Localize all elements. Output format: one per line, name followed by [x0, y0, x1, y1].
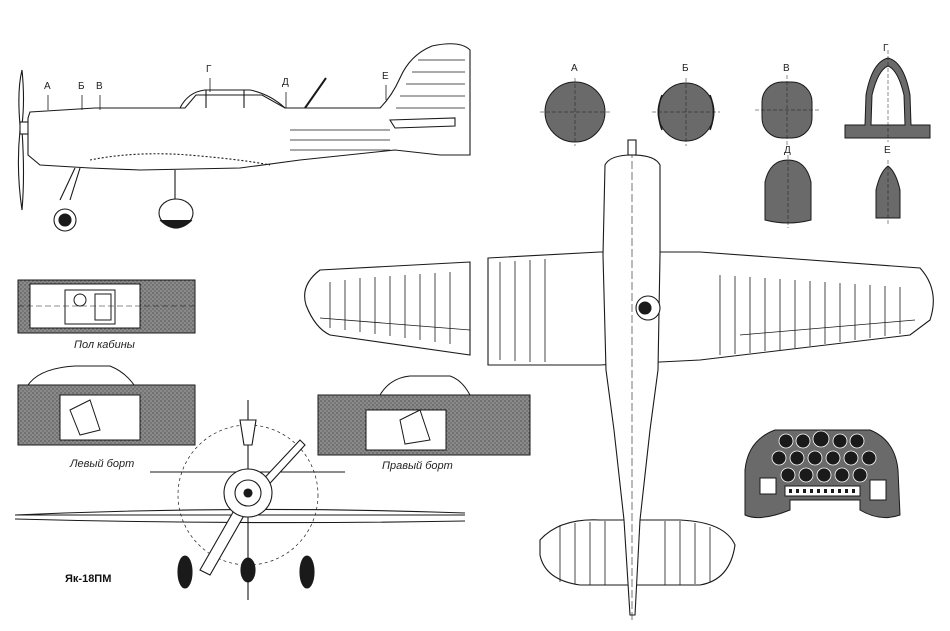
cockpit-left-side — [17, 365, 196, 446]
cross-section-label-g: Г — [883, 43, 889, 54]
instrument-panel — [744, 429, 901, 519]
side-propeller — [17, 69, 25, 211]
side-section-label-b: Б — [78, 81, 85, 92]
cockpit-floor — [17, 279, 196, 334]
side-section-label-d: Д — [282, 77, 289, 88]
cross-section-label-d: Д — [784, 145, 791, 156]
front-view — [14, 400, 466, 600]
side-fuselage — [27, 43, 471, 171]
side-view — [17, 43, 471, 232]
cross-section-label-v: В — [783, 63, 790, 74]
side-section-label-v: В — [96, 81, 103, 92]
left-side-caption: Левый борт — [70, 458, 135, 470]
top-view-wings — [487, 251, 934, 366]
top-view-fuselage — [602, 154, 661, 616]
cockpit-floor-caption: Пол кабины — [74, 339, 135, 351]
cross-sections — [540, 50, 931, 228]
side-section-label-e: Е — [382, 71, 389, 82]
side-section-label-a: А — [44, 81, 51, 92]
model-name: Як-18ПМ — [65, 573, 112, 585]
cross-section-label-e: Е — [884, 145, 891, 156]
side-section-label-g: Г — [206, 64, 212, 75]
top-view — [487, 139, 934, 620]
side-canopy — [179, 89, 286, 109]
left-wing-panel — [304, 261, 471, 356]
cross-section-label-a: А — [571, 63, 578, 74]
right-side-caption: Правый борт — [382, 460, 453, 472]
cockpit-right-side — [317, 375, 531, 456]
cross-section-label-b: Б — [682, 63, 689, 74]
